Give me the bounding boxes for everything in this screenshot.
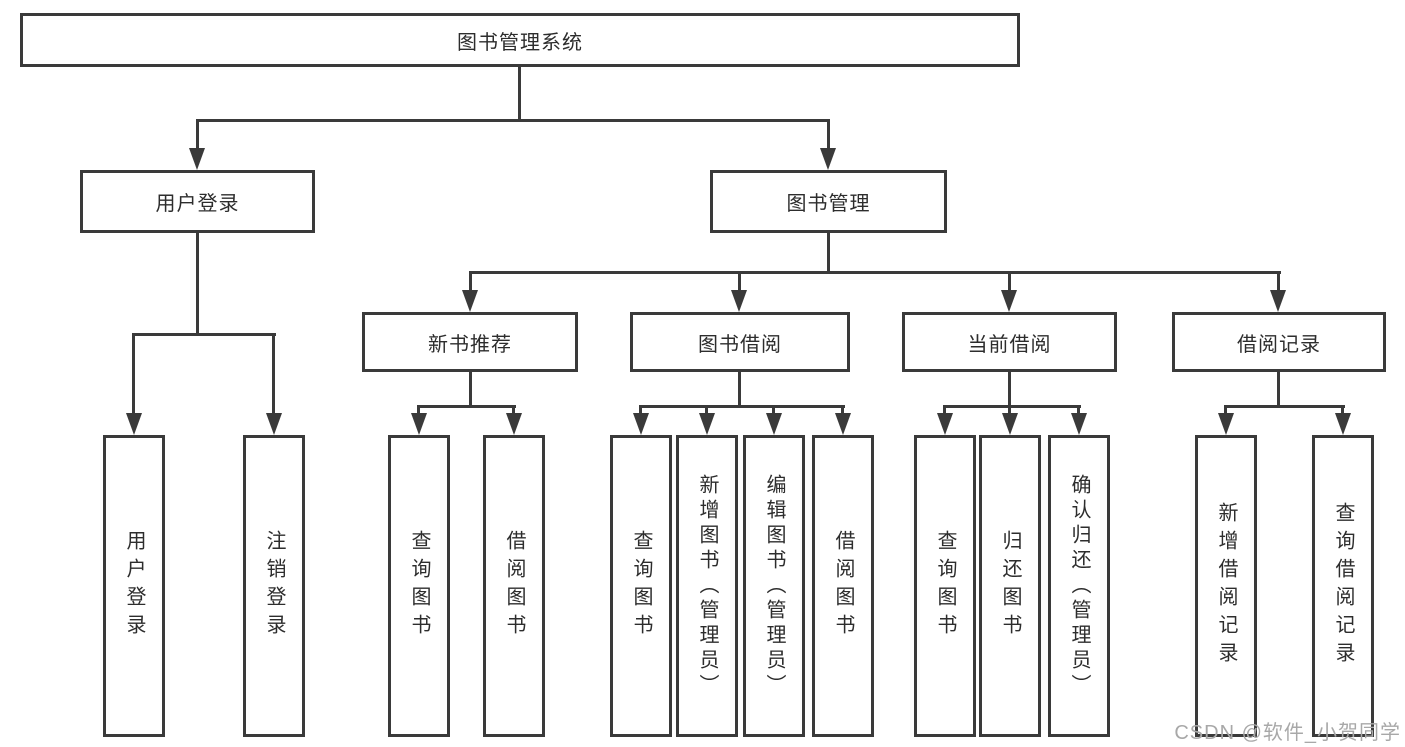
connector-drop-leaf [417,405,420,415]
connector-drop-recommend [469,271,472,292]
arrow-down-icon [1071,413,1087,435]
connector-records-bus [1224,405,1345,408]
connector-recommend-bus [417,405,516,408]
arrow-down-icon [1270,290,1286,312]
connector-drop-leaf [1224,405,1227,415]
leaf-borrow-books-recommend: 借阅图书 [483,435,545,737]
leaf-label: 借阅图书 [503,530,525,642]
arrow-down-icon [1218,413,1234,435]
connector-records-stem [1277,372,1280,408]
leaf-label: 归还图书 [999,530,1021,642]
leaf-user-login: 用户登录 [103,435,165,737]
connector-drop-leaf [705,405,708,415]
leaf-label: 编辑图书（管理员） [763,473,785,699]
connector-login-stem [196,233,199,336]
connector-drop-records [1277,271,1280,292]
leaf-label: 新增图书（管理员） [696,473,718,699]
csdn-watermark: CSDN @软件_小贺同学 [1174,722,1401,744]
connector-current-bus [943,405,1081,408]
leaf-label: 注销登录 [263,530,285,642]
node-book-management: 图书管理 [710,170,947,233]
leaf-return-books: 归还图书 [979,435,1041,737]
connector-drop-leaf [1341,405,1344,415]
leaf-label: 确认归还（管理员） [1068,473,1090,699]
arrow-down-icon [506,413,522,435]
connector-login-bus [132,333,276,336]
node-book-borrowing: 图书借阅 [630,312,850,372]
connector-drop-leaf [639,405,642,415]
leaf-add-books-admin: 新增图书（管理员） [676,435,738,737]
connector-drop-leaf [772,405,775,415]
leaf-confirm-return-admin: 确认归还（管理员） [1048,435,1110,737]
leaf-label: 新增借阅记录 [1215,502,1237,670]
arrow-down-icon [266,413,282,435]
arrow-down-icon [731,290,747,312]
connector-root-stem [518,66,521,120]
connector-root-bus [196,119,830,122]
arrow-down-icon [126,413,142,435]
connector-drop-leaf [841,405,844,415]
arrow-down-icon [1335,413,1351,435]
connector-drop-book-management [827,119,830,151]
node-current-borrowing: 当前借阅 [902,312,1117,372]
connector-drop-user-login [196,119,199,151]
arrow-down-icon [633,413,649,435]
leaf-label: 查询图书 [630,530,652,642]
leaf-edit-books-admin: 编辑图书（管理员） [743,435,805,737]
leaf-label: 查询图书 [934,530,956,642]
leaf-label: 借阅图书 [832,530,854,642]
arrow-down-icon [937,413,953,435]
connector-recommend-stem [469,372,472,408]
connector-drop-leaf [1077,405,1080,415]
leaf-label: 查询借阅记录 [1332,502,1354,670]
arrow-down-icon [766,413,782,435]
connector-borrow-bus [639,405,845,408]
node-borrowing-records: 借阅记录 [1172,312,1386,372]
node-new-book-recommendation: 新书推荐 [362,312,578,372]
arrow-down-icon [699,413,715,435]
arrow-down-icon [1001,290,1017,312]
leaf-query-books-borrow: 查询图书 [610,435,672,737]
leaf-query-books-recommend: 查询图书 [388,435,450,737]
connector-drop-leaf [132,333,135,413]
leaf-query-borrow-record: 查询借阅记录 [1312,435,1374,737]
connector-borrow-stem [738,372,741,408]
connector-drop-leaf [943,405,946,415]
node-user-login: 用户登录 [80,170,315,233]
leaf-label: 查询图书 [408,530,430,642]
leaf-add-borrow-record: 新增借阅记录 [1195,435,1257,737]
connector-drop-current [1008,271,1011,292]
node-root: 图书管理系统 [20,13,1020,67]
connector-management-bus [469,271,1281,274]
arrow-down-icon [189,148,205,170]
leaf-borrow-books: 借阅图书 [812,435,874,737]
connector-drop-leaf [1008,405,1011,415]
leaf-label: 用户登录 [123,530,145,642]
leaf-logout: 注销登录 [243,435,305,737]
leaf-query-books-current: 查询图书 [914,435,976,737]
arrow-down-icon [411,413,427,435]
connector-drop-leaf [272,333,275,413]
arrow-down-icon [1002,413,1018,435]
connector-current-stem [1008,372,1011,408]
connector-drop-leaf [512,405,515,415]
connector-drop-borrow [738,271,741,292]
arrow-down-icon [462,290,478,312]
arrow-down-icon [835,413,851,435]
connector-management-stem [827,233,830,274]
arrow-down-icon [820,148,836,170]
